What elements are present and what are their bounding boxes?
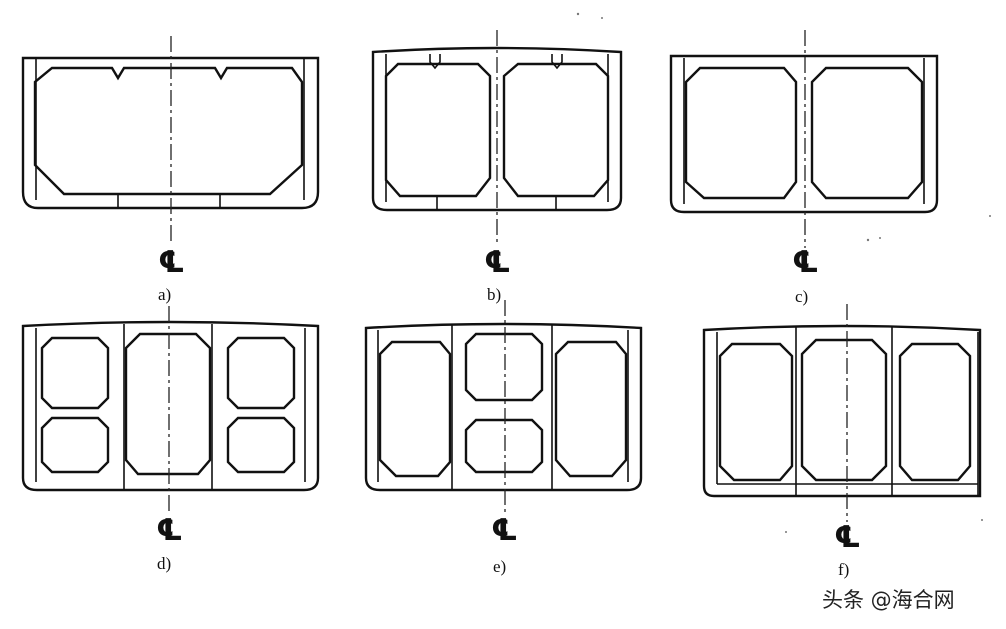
panel-a-cell-single [33, 66, 304, 196]
panel-a-bottom-plate [117, 194, 221, 208]
panel-f-centerline-symbol: ℄ [834, 520, 861, 555]
panel-d-centerline-symbol: ℄ [156, 513, 183, 548]
panel-c-cell-right [810, 66, 924, 200]
panel-e-section: ℄ e) [364, 300, 643, 576]
panel-f-cell-right [898, 342, 972, 482]
panel-e-cell-left [378, 340, 452, 478]
watermark-text: 头条 @海合网 [822, 588, 955, 612]
panel-f-section: ℄ f) [702, 304, 982, 579]
panel-a-section: ℄ a) [21, 36, 320, 304]
panel-a-outline [21, 56, 320, 210]
panel-d-cell-left-bottom [40, 416, 110, 474]
panel-b-caption: b) [487, 285, 501, 304]
scan-specks [576, 12, 991, 533]
panel-b-cell-left [384, 62, 492, 198]
panel-a-centerline-symbol: ℄ [158, 245, 185, 280]
panel-b-anchor-right [551, 54, 563, 70]
panel-b-section: ℄ b) [371, 30, 623, 304]
panel-c-caption: c) [795, 287, 808, 306]
panel-b-cell-right [502, 62, 610, 198]
panel-e-cell-center-bottom [464, 418, 544, 474]
panel-f-outline [702, 324, 982, 498]
panel-d-section: ℄ d) [21, 306, 320, 573]
panel-d-cell-center [124, 332, 212, 476]
panel-b-outline [371, 46, 623, 212]
panel-e-centerline-symbol: ℄ [491, 513, 518, 548]
panel-c-centerline-symbol: ℄ [792, 245, 819, 280]
panel-d-cell-right-top [226, 336, 296, 410]
panel-c-section: ℄ c) [669, 30, 939, 306]
panel-c-outline [669, 54, 939, 214]
panel-e-cell-right [554, 340, 628, 478]
panel-e-caption: e) [493, 557, 506, 576]
panel-d-caption: d) [157, 554, 171, 573]
panel-f-caption: f) [838, 560, 849, 579]
panel-a-caption: a) [158, 285, 171, 304]
panel-f-cell-center [800, 338, 888, 482]
panel-d-outline [21, 320, 320, 492]
panel-d-cell-right-bottom [226, 416, 296, 474]
panel-b-anchor-left [429, 54, 441, 70]
panel-d-cell-left-top [40, 336, 110, 410]
panel-b-bottom-plate [436, 196, 557, 210]
panel-b-centerline-symbol: ℄ [484, 245, 511, 280]
panel-e-outline [364, 322, 643, 492]
panel-c-cell-left [684, 66, 798, 200]
panel-f-cell-left [718, 342, 794, 482]
panel-e-cell-center-top [464, 332, 544, 402]
